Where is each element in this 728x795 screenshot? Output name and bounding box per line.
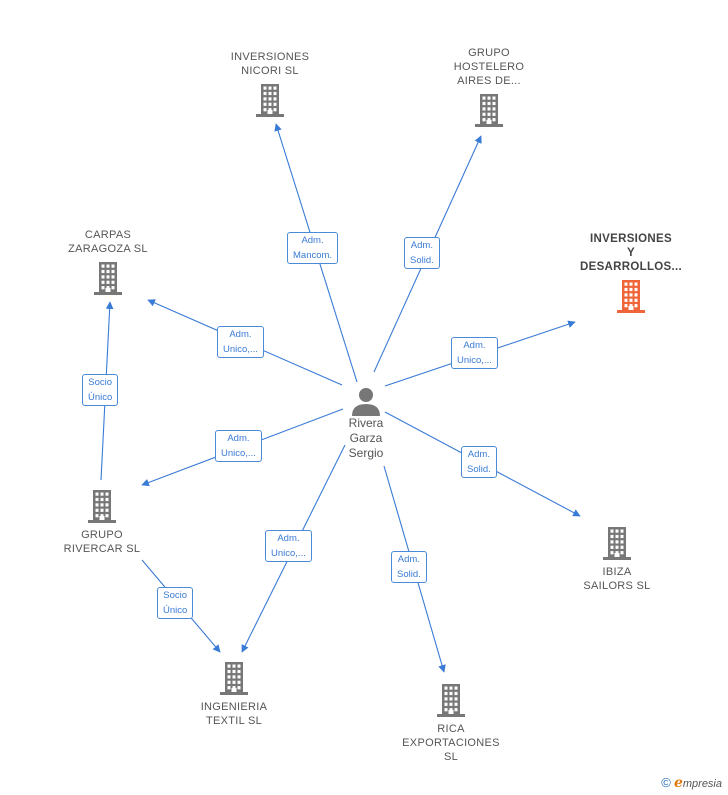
company-node-carpas[interactable]: CARPAS ZARAGOZA SL <box>62 228 154 296</box>
building-icon <box>437 684 465 717</box>
company-name: INVERSIONES Y DESARROLLOS... <box>580 233 682 273</box>
building-icon <box>256 84 284 117</box>
company-name: INGENIERIA TEXTIL SL <box>200 701 268 727</box>
copyright-symbol: © <box>661 775 671 790</box>
building-icon <box>617 280 645 313</box>
company-name: GRUPO HOSTELERO AIRES DE... <box>453 47 525 87</box>
building-icon <box>475 94 503 127</box>
person-node[interactable]: Rivera Garza Sergio <box>326 386 406 461</box>
company-node-nicori[interactable]: INVERSIONES NICORI SL <box>228 50 312 118</box>
company-node-ibiza[interactable]: IBIZA SAILORS SL <box>572 525 662 593</box>
edge-role-label[interactable]: Adm. Unico,... <box>217 326 264 358</box>
building-icon <box>88 490 116 523</box>
company-node-grupo-hostelero[interactable]: GRUPO HOSTELERO AIRES DE... <box>450 46 528 128</box>
edge-role-label[interactable]: Adm. Solid. <box>391 551 427 583</box>
company-name: CARPAS ZARAGOZA SL <box>68 229 148 255</box>
building-icon <box>94 262 122 295</box>
company-name: RICA EXPORTACIONES SL <box>402 723 500 763</box>
company-node-inversiones-desarrollos[interactable]: INVERSIONES Y DESARROLLOS... <box>572 232 690 314</box>
company-name: IBIZA SAILORS SL <box>583 566 651 592</box>
building-icon <box>220 662 248 695</box>
company-name: GRUPO RIVERCAR SL <box>63 529 141 555</box>
edge-role-label[interactable]: Adm. Unico,... <box>215 430 262 462</box>
edge-role-label[interactable]: Adm. Unico,... <box>265 530 312 562</box>
company-node-rivercar[interactable]: GRUPO RIVERCAR SL <box>52 488 152 556</box>
edge-role-label[interactable]: Socio Único <box>82 374 119 406</box>
edge-role-label[interactable]: Adm. Solid. <box>404 237 440 269</box>
brand-initial: e <box>673 775 683 791</box>
building-icon <box>603 527 631 560</box>
edge-role-label[interactable]: Adm. Mancom. <box>287 232 339 264</box>
edge-role-label[interactable]: Adm. Solid. <box>461 446 497 478</box>
company-name: INVERSIONES NICORI SL <box>230 51 310 77</box>
company-node-ingenieria[interactable]: INGENIERIA TEXTIL SL <box>188 660 280 728</box>
company-node-rica[interactable]: RICA EXPORTACIONES SL <box>396 682 506 764</box>
brand-watermark: © empresia <box>661 775 722 791</box>
edge-role-label[interactable]: Adm. Unico,... <box>451 337 498 369</box>
edge-role-label[interactable]: Socio Único <box>157 587 194 619</box>
person-icon <box>352 388 380 416</box>
person-name: Rivera Garza Sergio <box>348 416 384 460</box>
brand-name: mpresia <box>682 778 722 790</box>
